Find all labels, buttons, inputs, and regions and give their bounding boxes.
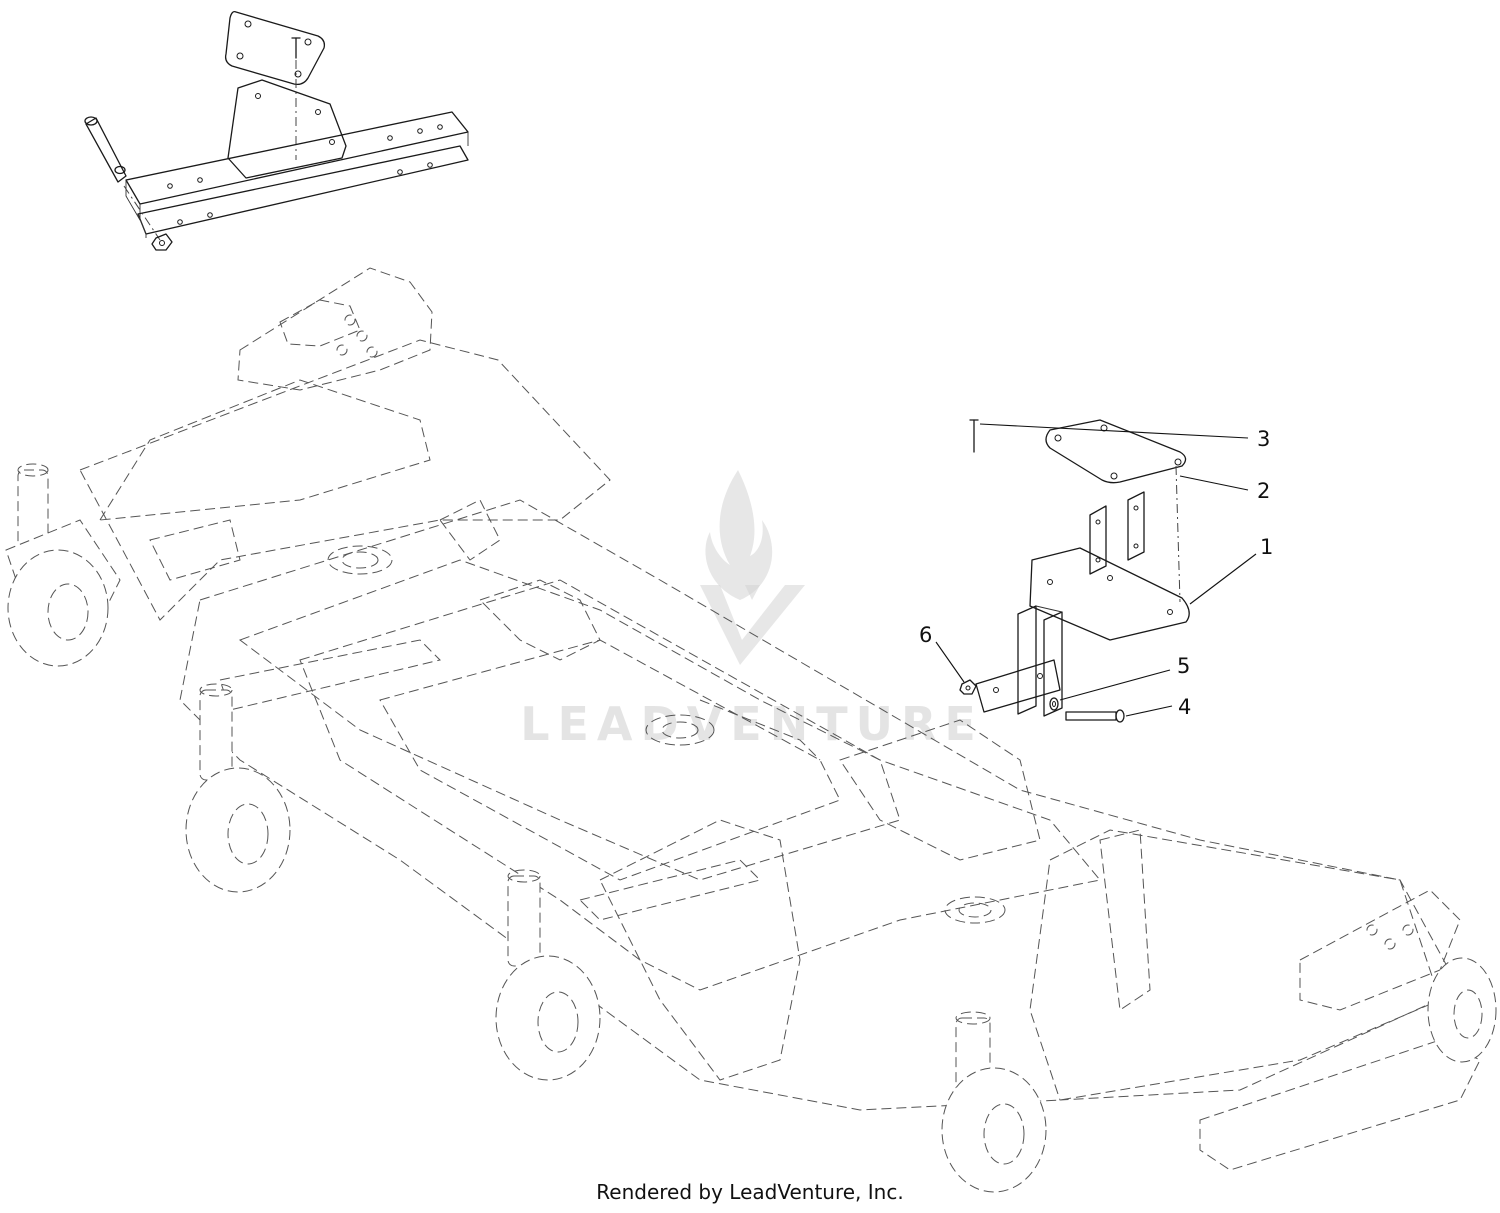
callout-6-label: 6 — [919, 623, 932, 647]
callout-3-label: 3 — [1257, 427, 1270, 451]
footer-credit: Rendered by LeadVenture, Inc. — [596, 1180, 904, 1204]
part-6-nut — [959, 679, 977, 695]
watermark-text: LEADVENTURE — [520, 697, 984, 751]
callout-2-label: 2 — [1257, 479, 1270, 503]
v-logo-icon — [700, 585, 805, 665]
caster-wheels — [5, 463, 1497, 1193]
caster-wheel-5 — [1427, 957, 1497, 1063]
part-1-mount-bracket — [975, 491, 1190, 717]
part-2-plate — [1045, 419, 1187, 484]
callout-6: 6 — [919, 623, 965, 683]
watermark: LEADVENTURE — [520, 470, 984, 751]
callout-4: 4 — [1125, 695, 1191, 719]
callout-5: 5 — [1059, 654, 1190, 701]
caster-wheel-4 — [941, 1011, 1047, 1193]
inset-bracket-assembly — [84, 10, 469, 251]
callout-1-label: 1 — [1260, 535, 1273, 559]
callout-2: 2 — [1179, 475, 1270, 503]
callouts: 3 2 1 6 5 4 — [919, 423, 1273, 719]
callout-1: 1 — [1189, 535, 1273, 605]
caster-wheel-1 — [5, 463, 121, 667]
mower-deck — [79, 267, 1481, 1171]
callout-4-label: 4 — [1178, 695, 1191, 719]
callout-3: 3 — [979, 423, 1270, 451]
callout-5-label: 5 — [1177, 654, 1190, 678]
caster-wheel-2 — [185, 683, 291, 893]
exploded-bracket-assembly — [959, 419, 1190, 723]
caster-wheel-3 — [495, 869, 601, 1081]
part-3-screw — [969, 419, 979, 453]
part-4-bolt — [1065, 709, 1125, 723]
flame-icon — [705, 470, 773, 600]
part-5-washer — [1049, 697, 1059, 711]
